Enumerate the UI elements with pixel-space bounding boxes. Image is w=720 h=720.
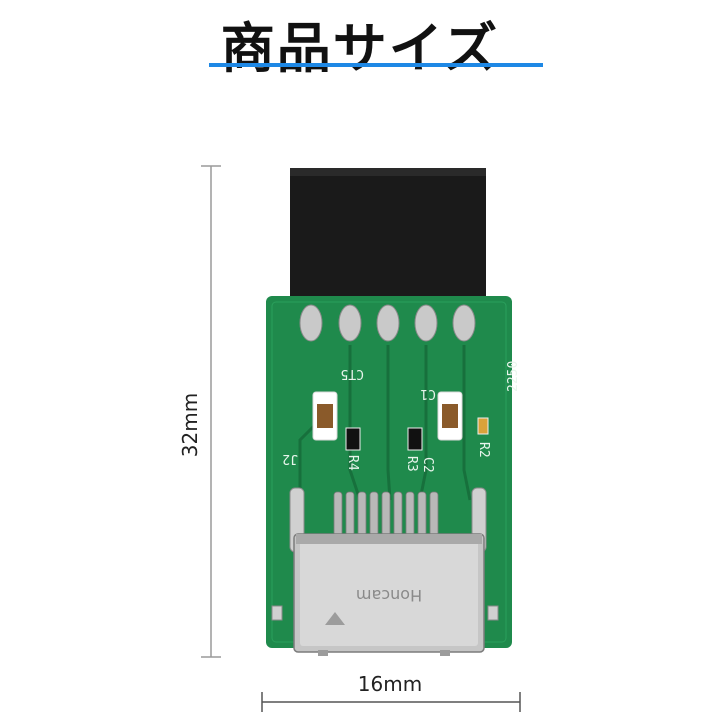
height-dimension-label: 32mm: [178, 392, 202, 458]
resistor-r2: [477, 417, 489, 435]
silkscreen-labels: J2 R4 R3 C2 C1 R2 2250 CT5: [282, 361, 521, 473]
usb-connector: Honcam: [293, 533, 485, 656]
height-dimension-line: [201, 165, 221, 658]
pin-header: [290, 168, 486, 298]
svg-text:C2: C2: [420, 457, 435, 473]
page-title: 商品サイズ: [220, 17, 500, 80]
svg-text:R4: R4: [345, 455, 360, 471]
connector-contacts: [333, 491, 439, 537]
svg-text:C1: C1: [420, 386, 436, 401]
svg-text:CT5: CT5: [341, 366, 364, 381]
resistor-r3: [407, 427, 423, 451]
svg-text:R3: R3: [404, 456, 419, 472]
resistor-r4: [345, 427, 361, 451]
width-dimension-label: 16mm: [357, 672, 423, 696]
svg-text:J2: J2: [282, 451, 298, 466]
title-underline: [209, 63, 543, 67]
svg-text:R2: R2: [476, 442, 491, 458]
svg-text:Honcam: Honcam: [356, 586, 422, 605]
solder-pads: [299, 304, 476, 342]
svg-text:2250: 2250: [506, 361, 521, 392]
width-dimension-line: [261, 692, 521, 712]
